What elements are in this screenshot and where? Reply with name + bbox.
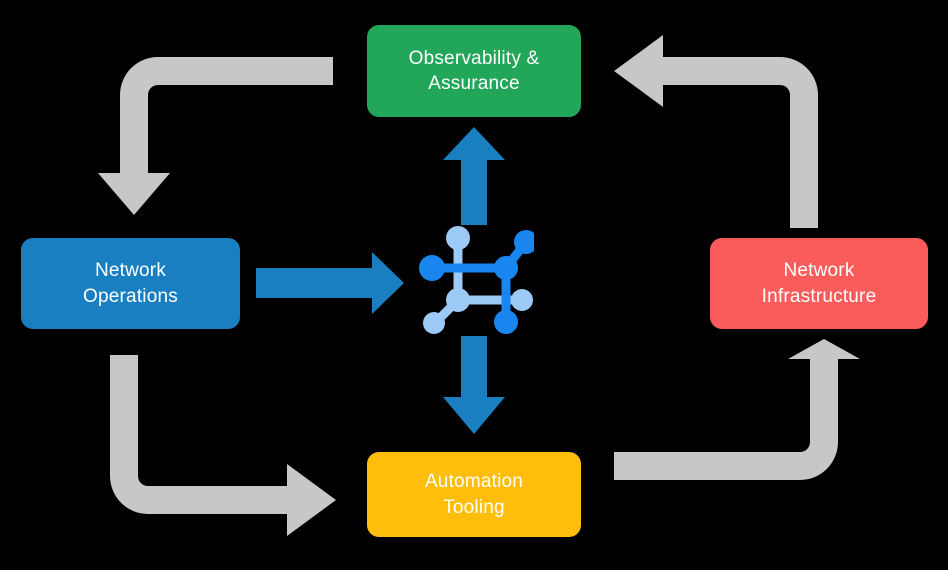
node-automation-tooling-label: Automation Tooling: [424, 471, 524, 518]
arrow-operations-to-center: [256, 252, 404, 314]
node-network-infrastructure[interactable]: Network Infrastructure: [710, 238, 928, 329]
node-observability-assurance[interactable]: Observability & Assurance: [367, 25, 581, 117]
arrow-center-to-observability: [443, 127, 505, 225]
node-network-operations[interactable]: Network Operations: [21, 238, 240, 329]
arrow-center-to-automation: [443, 336, 505, 434]
network-topology-icon: [419, 226, 534, 334]
arrow-observability-to-operations: [98, 57, 333, 215]
topology-nodes-secondary: [423, 226, 533, 334]
topology-nodes-primary: [419, 230, 534, 334]
arrow-automation-to-infrastructure: [614, 339, 860, 480]
arrow-operations-to-automation: [110, 355, 336, 536]
node-network-operations-label: Network Operations: [83, 260, 178, 307]
node-observability-label: Observability & Assurance: [408, 47, 540, 94]
node-automation-tooling[interactable]: Automation Tooling: [367, 452, 581, 537]
node-network-infrastructure-label: Network Infrastructure: [761, 260, 877, 307]
arrow-infrastructure-to-observability: [614, 35, 818, 228]
